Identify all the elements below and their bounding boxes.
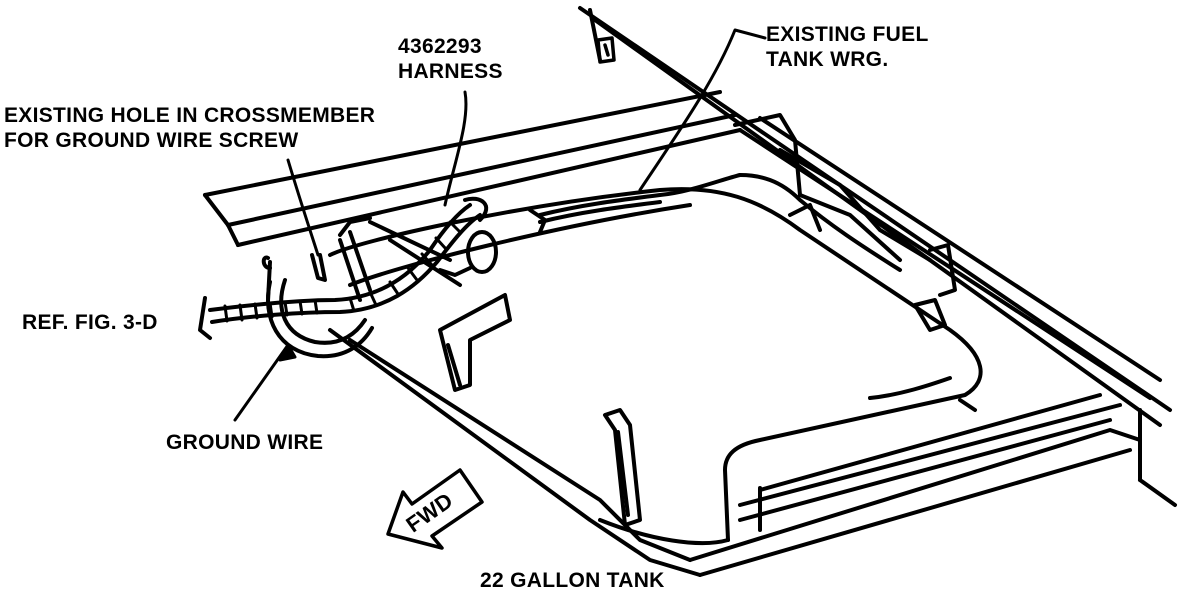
ground-ring-terminal xyxy=(438,230,498,277)
fuel-wiring-label: EXISTING FUEL TANK WRG. xyxy=(766,22,929,72)
right-frame-rail xyxy=(578,6,1177,507)
ref-fig-label: REF. FIG. 3-D xyxy=(22,311,158,334)
leader-lines xyxy=(233,28,767,422)
existing-fuel-tank-wiring xyxy=(528,173,902,272)
fuel-wiring-label-line2: TANK WRG. xyxy=(766,48,889,71)
fwd-arrow-icon xyxy=(386,468,484,550)
fuel-wiring-label-line1: EXISTING FUEL xyxy=(766,23,929,46)
tank-strap-right xyxy=(913,243,957,332)
upper-bracket xyxy=(596,36,616,64)
upper-frame-rail xyxy=(203,90,742,247)
harness-label-line2: HARNESS xyxy=(398,60,503,83)
harness-label-line1: 4362293 xyxy=(398,35,482,58)
ground-wire-label: GROUND WIRE xyxy=(166,431,324,454)
tank-strap-front xyxy=(603,408,642,527)
lower-frame-rail xyxy=(328,328,1142,577)
crossmember-screw xyxy=(310,253,327,282)
tank-strap-left xyxy=(438,293,512,392)
inner-left-rail xyxy=(338,216,462,302)
tank-capacity-label: 22 GALLON TANK xyxy=(480,569,665,592)
ground-wire xyxy=(261,255,374,359)
harness-label: 4362293 HARNESS xyxy=(398,34,503,84)
rear-crossmember xyxy=(733,113,932,262)
harness-ribs xyxy=(223,220,462,323)
crossmember-hole-label: EXISTING HOLE IN CROSSMEMBER FOR GROUND … xyxy=(4,103,375,153)
crossmember-hole-label-line1: EXISTING HOLE IN CROSSMEMBER xyxy=(4,104,376,127)
crossmember-hole-label-line2: FOR GROUND WIRE SCREW xyxy=(4,129,299,152)
